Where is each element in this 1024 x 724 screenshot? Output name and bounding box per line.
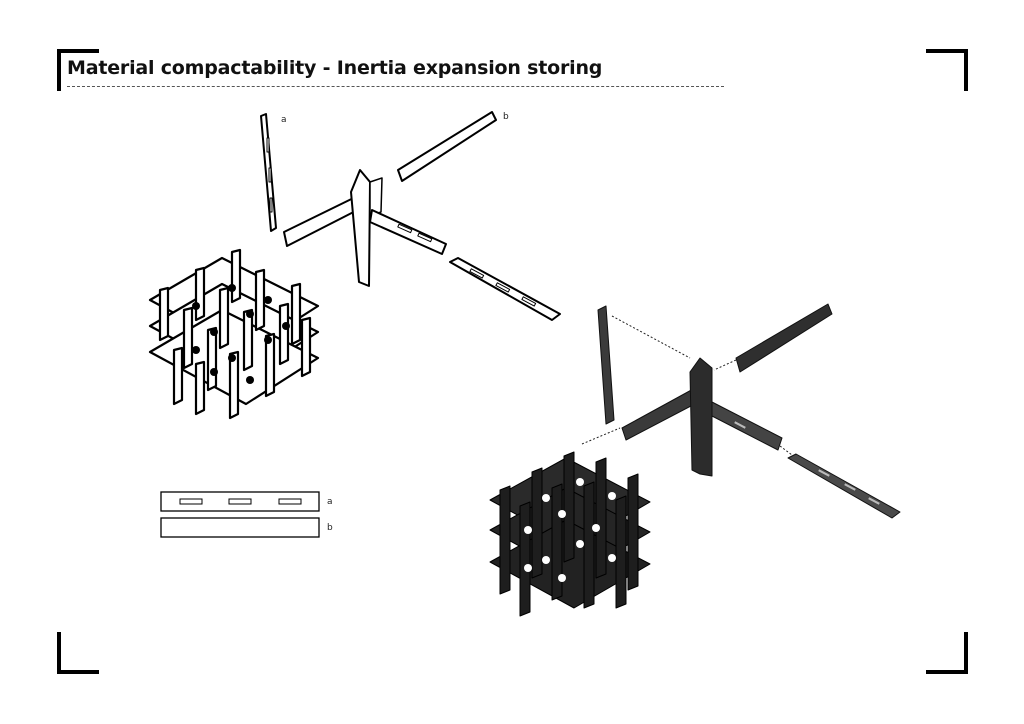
lattice-holes-dark [524,478,616,582]
title-underline [67,86,724,87]
page-title: Material compactability - Inertia expans… [67,57,603,79]
dark-strip-a-lower [787,453,901,519]
exploded-assembly-dark [581,303,901,519]
frame-corner-top-left [57,49,99,91]
cross-post-vertical [350,169,371,287]
lattice-holes-white [192,284,290,384]
frame-corner-top-right [926,49,968,91]
legend-strips [160,491,320,538]
legend-label-a: a [327,497,333,507]
legend-label-b: b [327,523,333,533]
dark-strip-vertical [597,305,615,425]
legend-strip-b [160,517,320,538]
cross-post-fin [369,177,383,217]
frame-corner-bottom-left [57,632,99,674]
dark-strip-b-top [735,303,833,373]
label-part-a: a [281,115,287,125]
strip-a-lower [449,257,561,321]
lattice-assembled-white [148,248,320,420]
label-part-b: b [503,112,509,122]
strip-b-top [397,111,497,182]
dark-plank-right [711,401,783,451]
strip-a-vertical [260,113,277,232]
frame-corner-bottom-right [926,632,968,674]
exploded-assembly-white [260,111,561,321]
lattice-assembled-dark [489,451,651,617]
dark-cross-post [689,357,713,477]
